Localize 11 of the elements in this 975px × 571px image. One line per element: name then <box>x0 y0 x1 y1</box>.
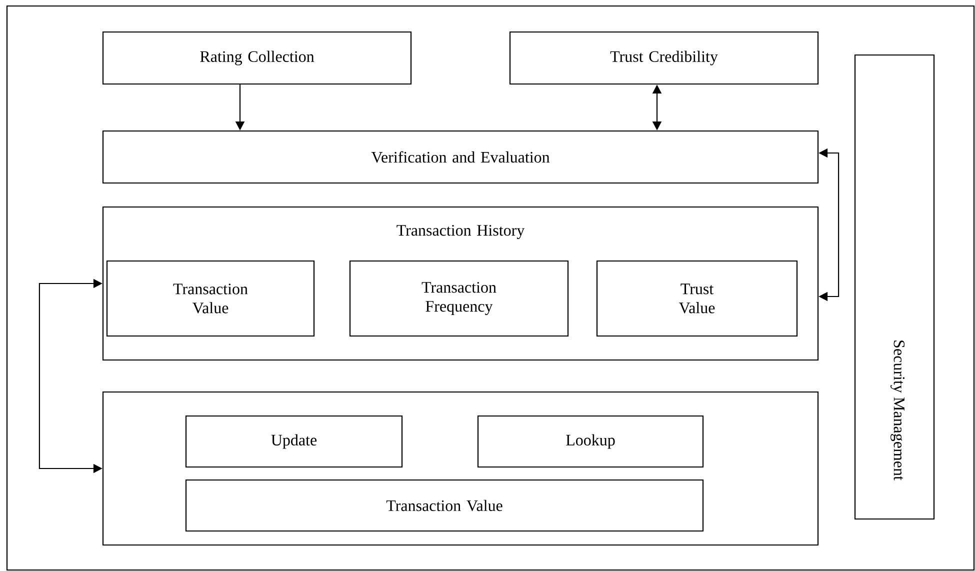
process-box: Transaction Value <box>106 260 315 337</box>
process-box: Transaction Value <box>185 479 704 532</box>
process-box: Trust Value <box>596 260 798 337</box>
process-box: Transaction Frequency <box>349 260 569 337</box>
process-box: Trust Credibility <box>509 31 819 85</box>
vertical-box: Security Management <box>854 54 935 520</box>
group-box <box>102 391 819 546</box>
process-box: Update <box>185 415 403 468</box>
process-box: Lookup <box>477 415 704 468</box>
process-box: Verification and Evaluation <box>102 130 819 184</box>
process-box: Rating Collection <box>102 31 412 85</box>
